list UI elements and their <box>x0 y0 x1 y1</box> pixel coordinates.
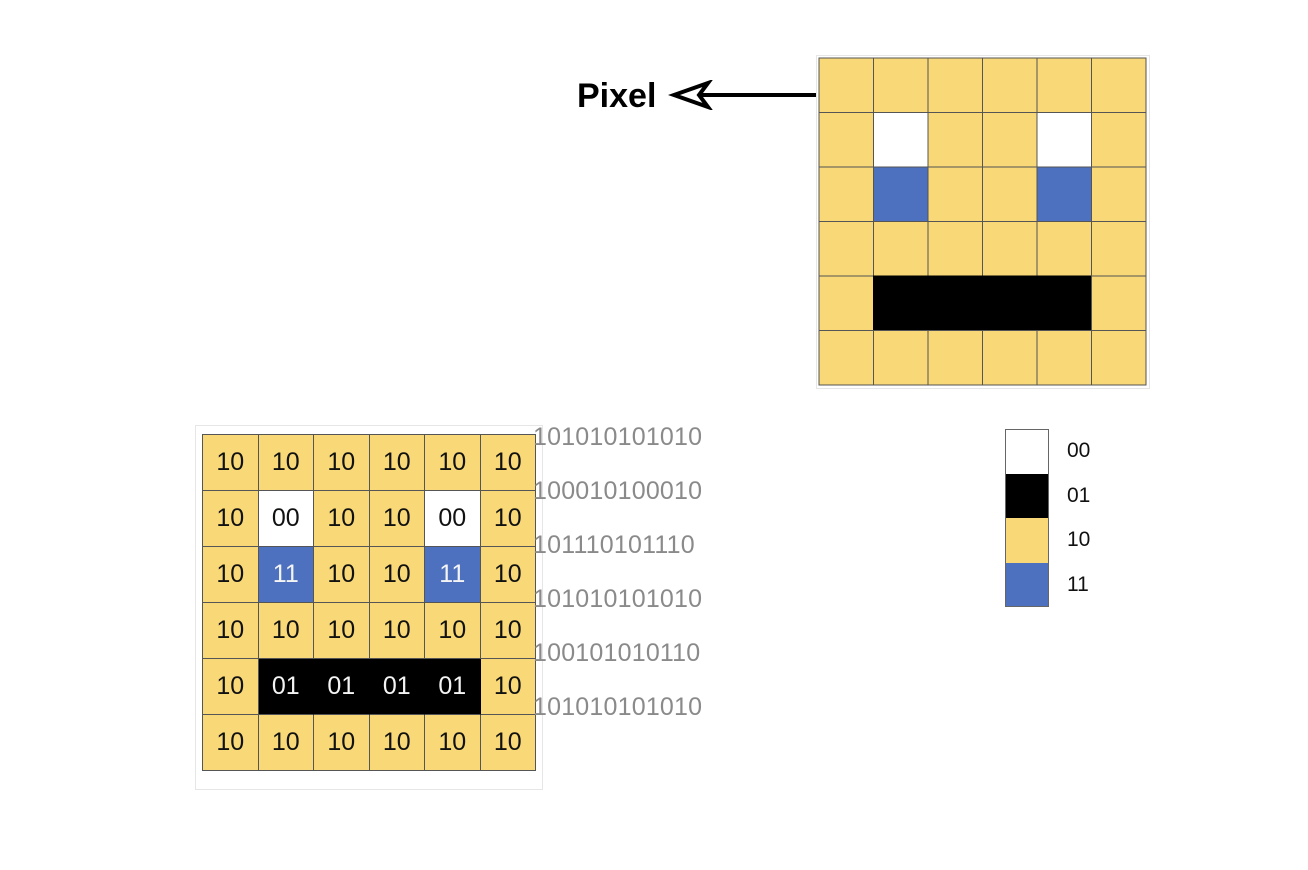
binary-row: 100010100010 <box>533 477 703 505</box>
code-cell: 10 <box>258 603 314 659</box>
code-cell: 10 <box>480 491 536 547</box>
pixel-cell <box>1091 221 1147 277</box>
pixel-cell <box>1036 275 1092 331</box>
code-cell: 10 <box>314 547 370 603</box>
pixel-cell <box>1036 330 1092 386</box>
code-cell: 10 <box>480 547 536 603</box>
pixel-cell <box>873 275 929 331</box>
legend-item: 00 <box>1005 429 1090 474</box>
code-cell: 11 <box>258 547 314 603</box>
code-cell: 01 <box>258 659 314 715</box>
pixel-cell <box>818 166 874 222</box>
code-cell: 10 <box>369 603 425 659</box>
code-cell: 10 <box>314 435 370 491</box>
pixel-cell <box>982 166 1038 222</box>
pixel-cell <box>1091 57 1147 113</box>
pixel-cell <box>818 330 874 386</box>
code-cell: 10 <box>425 435 481 491</box>
color-legend: 00 01 10 11 <box>1005 429 1090 607</box>
code-cell: 10 <box>425 603 481 659</box>
code-cell: 10 <box>314 491 370 547</box>
binary-row: 101010101010 <box>533 693 703 721</box>
pixel-cell <box>927 166 983 222</box>
pixel-cell <box>1091 112 1147 168</box>
binary-row: 101010101010 <box>533 423 703 451</box>
pixel-cell <box>1091 275 1147 331</box>
pixel-cell <box>982 330 1038 386</box>
legend-swatch <box>1005 518 1049 563</box>
legend-label: 00 <box>1067 439 1091 463</box>
code-cell: 01 <box>314 659 370 715</box>
legend-swatch <box>1005 562 1049 607</box>
code-cell: 10 <box>203 435 259 491</box>
pixel-cell <box>982 221 1038 277</box>
code-cell: 10 <box>258 715 314 771</box>
code-cell: 10 <box>314 603 370 659</box>
code-cell: 10 <box>203 603 259 659</box>
pixel-cell <box>873 57 929 113</box>
binary-row: 100101010110 <box>533 639 701 667</box>
pixel-cell <box>1091 330 1147 386</box>
code-cell: 10 <box>314 715 370 771</box>
pixel-cell <box>982 112 1038 168</box>
binary-row: 101110101110 <box>533 531 695 559</box>
pixel-cell <box>927 221 983 277</box>
code-cell: 01 <box>369 659 425 715</box>
pixel-cell <box>873 112 929 168</box>
code-cell: 10 <box>369 715 425 771</box>
pixel-cell <box>1036 166 1092 222</box>
code-cell: 10 <box>369 435 425 491</box>
code-cell: 10 <box>480 603 536 659</box>
legend-swatch <box>1005 473 1049 518</box>
pixel-cell <box>1036 221 1092 277</box>
code-cell: 10 <box>369 547 425 603</box>
code-cell: 10 <box>369 491 425 547</box>
legend-label: 10 <box>1067 528 1091 552</box>
code-cell: 10 <box>203 715 259 771</box>
pixel-cell <box>818 112 874 168</box>
legend-swatch <box>1005 429 1049 474</box>
binary-rows: 101010101010 100010100010 101110101110 1010… <box>533 420 702 744</box>
code-cell: 10 <box>203 659 259 715</box>
pixel-cell <box>818 275 874 331</box>
legend-item: 01 <box>1005 473 1091 518</box>
pixel-cell <box>927 57 983 113</box>
code-cell: 01 <box>425 659 481 715</box>
pixel-cell <box>873 166 929 222</box>
arrow-left-icon <box>668 80 836 110</box>
pixel-label: Pixel <box>577 77 657 115</box>
pixel-cell <box>873 330 929 386</box>
pixel-cell <box>818 221 874 277</box>
pixel-cell <box>1091 166 1147 222</box>
code-cell: 10 <box>203 547 259 603</box>
pixel-cell <box>927 275 983 331</box>
pixel-cell <box>982 57 1038 113</box>
code-cell: 00 <box>258 491 314 547</box>
code-cell: 00 <box>425 491 481 547</box>
code-cell: 10 <box>203 491 259 547</box>
pixel-cell <box>982 275 1038 331</box>
pixel-face-grid <box>816 55 1150 389</box>
pixel-cell <box>927 112 983 168</box>
code-cell: 10 <box>480 435 536 491</box>
binary-row: 101010101010 <box>533 585 703 613</box>
code-cell: 10 <box>258 435 314 491</box>
legend-label: 11 <box>1067 572 1089 596</box>
code-cell: 10 <box>480 715 536 771</box>
pixel-cell <box>927 330 983 386</box>
code-cell: 10 <box>480 659 536 715</box>
legend-item: 11 <box>1005 562 1090 607</box>
pixel-cell <box>873 221 929 277</box>
code-cell: 10 <box>425 715 481 771</box>
legend-item: 10 <box>1005 518 1090 563</box>
pixel-cell <box>1036 112 1092 168</box>
pixel-cell <box>818 57 874 113</box>
legend-label: 01 <box>1067 483 1091 507</box>
pixel-cell <box>1036 57 1092 113</box>
code-cell: 11 <box>425 547 481 603</box>
